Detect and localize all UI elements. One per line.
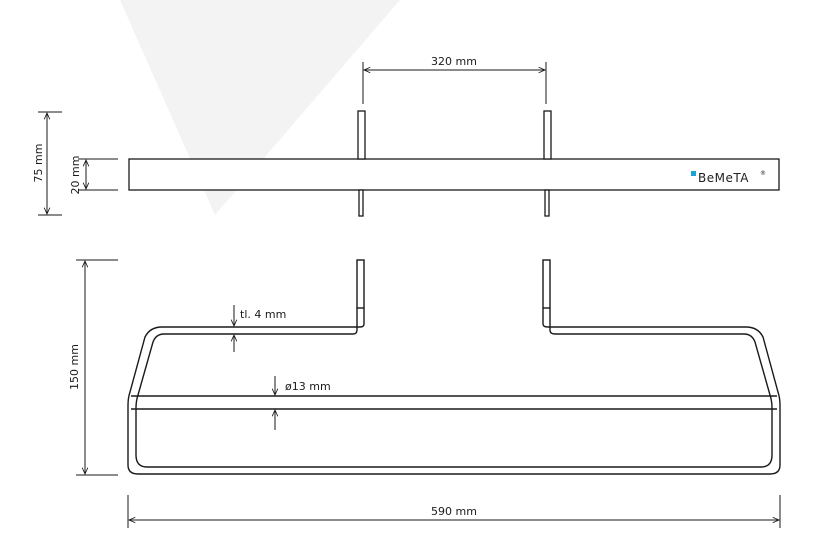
bracket-right-top <box>543 110 552 160</box>
brand-name: BeMeTA <box>698 171 749 185</box>
label-total-height: 75 mm <box>32 144 45 183</box>
brand-registered-mark: ® <box>760 170 767 177</box>
bracket-left-top <box>357 110 366 160</box>
dim-total-height <box>38 111 62 216</box>
front-view <box>127 259 781 475</box>
shelf-body <box>128 158 780 191</box>
brand-accent-mark <box>691 171 696 176</box>
rail-frame-inner <box>135 308 773 468</box>
label-bracket-spacing: 320 mm <box>431 55 477 68</box>
bracket-right-bottom <box>544 189 550 217</box>
dim-total-width <box>127 495 781 528</box>
label-total-width: 590 mm <box>431 505 477 518</box>
dim-rail-height <box>76 259 118 476</box>
label-rail-height: 150 mm <box>68 344 81 390</box>
brand-logo: BeMeTA ® <box>691 170 767 185</box>
bracket-left-bottom <box>358 189 364 217</box>
label-shelf-thickness: 20 mm <box>69 156 82 195</box>
post-left <box>356 259 365 309</box>
post-right <box>542 259 551 309</box>
background-shape <box>120 0 400 215</box>
label-wall-thickness: tl. 4 mm <box>240 308 286 321</box>
label-tube-diameter: ø13 mm <box>285 380 331 393</box>
dim-bracket-spacing <box>362 62 547 104</box>
rail-frame-outer <box>127 308 781 475</box>
top-view <box>128 110 780 217</box>
dim-shelf-thickness <box>78 158 118 191</box>
